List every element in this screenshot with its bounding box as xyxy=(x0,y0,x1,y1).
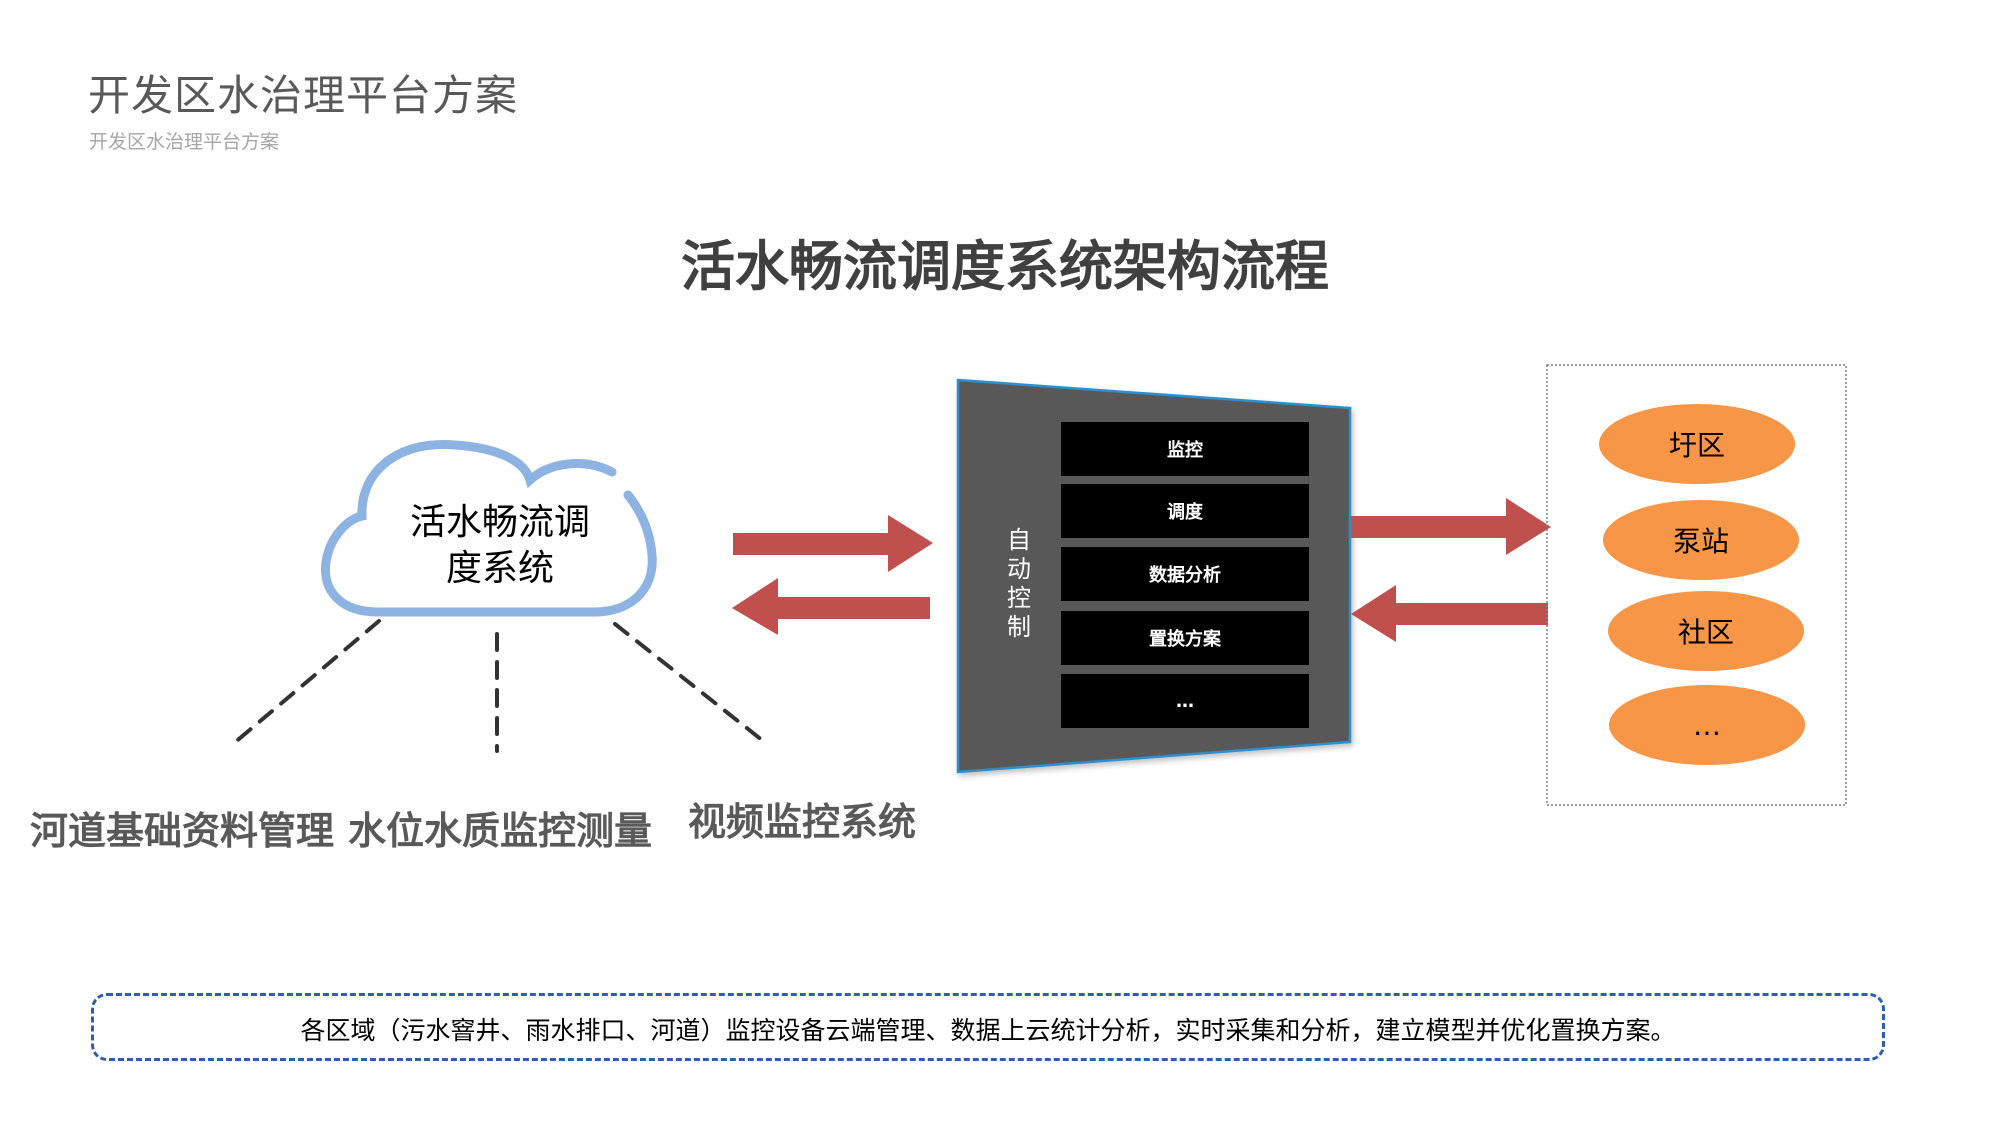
subsystem-label-river-data: 河道基础资料管理 xyxy=(30,809,335,853)
auto-control-label: 自 动 控 制 xyxy=(1004,526,1034,642)
auto-control-char: 制 xyxy=(1007,613,1031,641)
subsystem-label-video-surveillance: 视频监控系统 xyxy=(688,800,917,844)
target-polder: 圩区 xyxy=(1599,404,1795,484)
module-replacement-plan: 置换方案 xyxy=(1061,611,1309,665)
cloud-label-line1: 活水畅流调 xyxy=(409,502,590,543)
page-header-subtitle: 开发区水治理平台方案 xyxy=(89,131,280,153)
auto-control-char: 控 xyxy=(1007,584,1031,612)
note-box xyxy=(91,993,1885,1061)
targets-container xyxy=(1546,364,1847,806)
cloud-label-line2: 度系统 xyxy=(445,548,554,589)
page-header-title: 开发区水治理平台方案 xyxy=(88,71,519,120)
cloud-label: 活水畅流调 度系统 xyxy=(355,500,645,592)
arrow-left-to-cloud xyxy=(732,578,930,635)
arrow-right-to-control xyxy=(733,515,933,572)
auto-control-char: 动 xyxy=(1007,555,1031,583)
cloud-icon xyxy=(320,439,657,617)
module-more: … xyxy=(1061,674,1309,728)
auto-control-char: 自 xyxy=(1007,526,1031,554)
target-pump-station: 泵站 xyxy=(1603,500,1799,580)
arrow-right-to-targets xyxy=(1351,498,1551,555)
module-monitoring: 监控 xyxy=(1061,422,1309,476)
target-community: 社区 xyxy=(1608,591,1804,671)
connector-line-left xyxy=(231,619,381,746)
module-data-analysis: 数据分析 xyxy=(1061,547,1309,601)
connector-line-right xyxy=(613,622,769,746)
module-dispatch: 调度 xyxy=(1061,484,1309,538)
target-more: … xyxy=(1609,685,1805,765)
diagram-title: 活水畅流调度系统架构流程 xyxy=(681,235,1329,298)
cloud-outline xyxy=(320,439,657,617)
subsystem-label-water-monitoring: 水位水质监控测量 xyxy=(348,809,653,853)
arrow-left-to-control xyxy=(1351,585,1548,642)
note-text: 各区域（污水窨井、雨水排口、河道）监控设备云端管理、数据上云统计分析，实时采集和… xyxy=(300,1016,1676,1045)
